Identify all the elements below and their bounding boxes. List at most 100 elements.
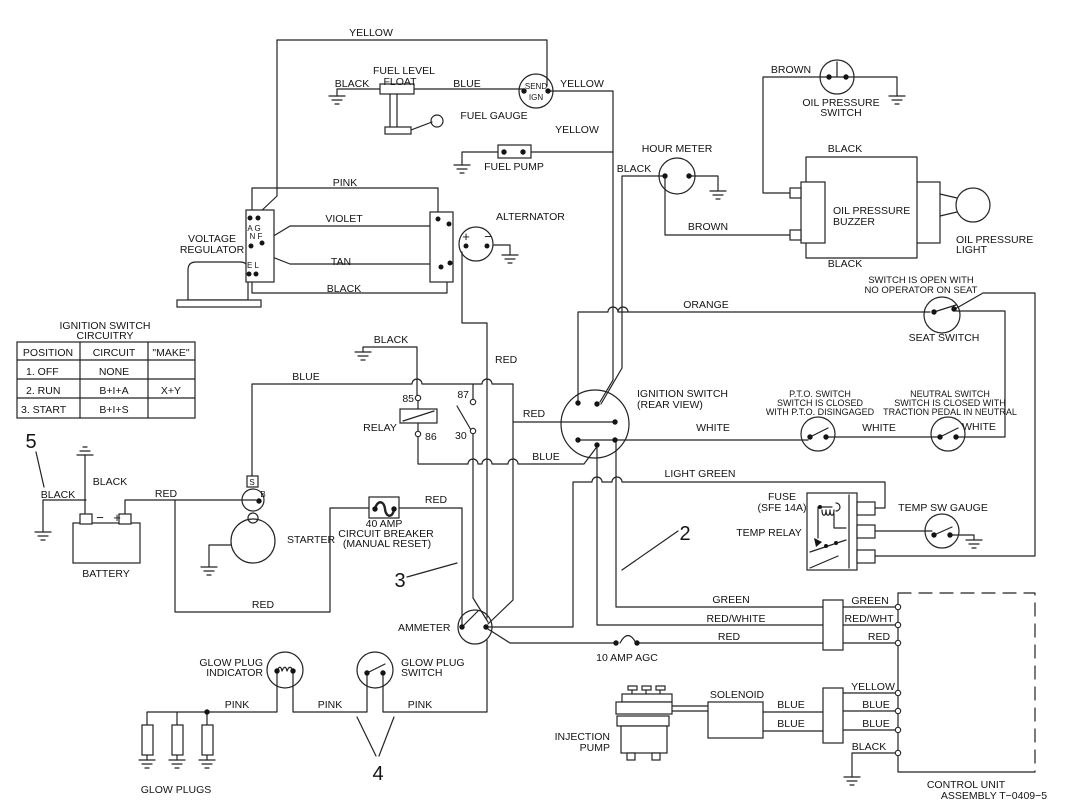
wire-blue-solenoid-2-label: BLUE <box>777 718 804 730</box>
oil-pressure-buzzer-2-label: BUZZER <box>833 216 875 228</box>
wire-yellow-left-drop <box>257 39 278 215</box>
callout-2-line <box>621 530 679 571</box>
alternator-plus-label: + <box>462 229 470 244</box>
wire-white-neutral <box>955 310 1006 438</box>
wire-red-breaker-left <box>174 499 370 613</box>
connector-block-1 <box>822 599 844 651</box>
table-title-1-label: IGNITION SWITCH <box>60 320 151 332</box>
wire-red-alternator <box>461 251 488 619</box>
voltage-regulator-1-label: VOLTAGE <box>188 233 236 245</box>
wire-starter-ground <box>208 544 232 568</box>
wire-red-white-left-label: RED/WHITE <box>707 613 766 625</box>
ammeter-label: AMMETER <box>398 622 451 634</box>
wires <box>35 39 1036 778</box>
wire-blue-starter-label: BLUE <box>292 371 319 383</box>
wire-black-control <box>851 752 896 778</box>
oil-pressure-switch-2-label: SWITCH <box>820 107 861 119</box>
wire-black-hour-meter <box>600 175 666 405</box>
fuel-level-float-2-label: FLOAT <box>383 76 417 88</box>
breaker-3-label: (MANUAL RESET) <box>343 538 431 550</box>
seat-switch <box>923 296 961 334</box>
gauge-send-label: SEND <box>525 82 547 91</box>
seat-note-2-label: NO OPERATOR ON SEAT <box>865 285 978 296</box>
wire-yellow-pump-label: YELLOW <box>555 124 599 136</box>
injection-pump <box>615 685 673 761</box>
battery-label: BATTERY <box>82 568 129 580</box>
wire-pink-label: PINK <box>333 177 358 189</box>
callout-2-label: 2 <box>679 523 690 545</box>
wire-light-green <box>487 476 886 628</box>
wire-seat-switch-loop <box>874 292 1036 557</box>
glow-indicator-1-label: GLOW PLUG <box>199 657 263 669</box>
ignition-switch-2-label: (REAR VIEW) <box>637 399 703 411</box>
wire-red-bus <box>487 628 824 644</box>
hour-meter-label: HOUR METER <box>642 143 713 155</box>
starter <box>230 475 276 564</box>
wire-green <box>615 441 824 608</box>
wire-pink-3-label: PINK <box>408 699 433 711</box>
injection-pump-1-label: INJECTION <box>555 731 610 743</box>
neutral-switch <box>930 416 966 452</box>
junction-dots <box>204 74 959 715</box>
breaker-1-label: 40 AMP <box>366 518 403 530</box>
wire-red-alternator-label: RED <box>495 354 518 366</box>
wire-blue-control-2-label: BLUE <box>862 718 889 730</box>
ammeter <box>457 609 493 645</box>
wire-black-relay-label: BLACK <box>374 334 408 346</box>
glow-switch-1-label: GLOW PLUG <box>401 657 465 669</box>
wire-white-pto-label: WHITE <box>862 422 896 434</box>
glow-switch-2-label: SWITCH <box>401 667 442 679</box>
wire-red-battery <box>124 499 257 515</box>
wire-black-battery-1-label: BLACK <box>41 489 75 501</box>
wire-blue-relay-86 <box>417 436 597 465</box>
wire-pink <box>251 187 439 217</box>
wire-light-green-label: LIGHT GREEN <box>665 468 736 480</box>
callout-4-lines <box>356 716 395 757</box>
voltage-regulator <box>176 209 275 308</box>
callout-4-label: 4 <box>372 763 383 785</box>
fuse-1-label: FUSE <box>768 491 796 503</box>
wire-blue-starter <box>251 378 514 477</box>
wire-green-right-label: GREEN <box>851 595 888 607</box>
wire-black-buzzer-bottom <box>805 242 918 259</box>
hour-meter <box>658 157 696 195</box>
seat-note-1-label: SWITCH IS OPEN WITH <box>868 275 974 286</box>
relay <box>399 394 477 438</box>
circuit-breaker <box>368 496 400 519</box>
oil-pressure-light <box>916 181 991 244</box>
wire-yellow-top-label: YELLOW <box>349 27 393 39</box>
wire-blue-solenoid-1-label: BLUE <box>777 699 804 711</box>
wire-red-wht-right-label: RED/WHT <box>845 613 895 625</box>
voltage-regulator-2-label: REGULATOR <box>180 244 245 256</box>
wire-pump-pipe <box>671 705 709 712</box>
ground-symbols <box>34 95 983 786</box>
callout-3-line <box>406 562 458 578</box>
wire-black-float-label: BLACK <box>335 78 369 90</box>
wire-blue-float-label: BLUE <box>453 78 480 90</box>
fuel-pump <box>497 144 532 159</box>
fuel-gauge-label: FUEL GAUGE <box>460 110 527 122</box>
wire-black-hour-meter-label: BLACK <box>617 163 651 175</box>
fuel-level-float-1-label: FUEL LEVEL <box>373 65 435 77</box>
callout-5-line <box>35 451 45 488</box>
relay-30-label: 30 <box>455 430 467 442</box>
wire-red-ignition-feed <box>487 383 614 625</box>
glow-plugs-label: GLOW PLUGS <box>141 784 212 796</box>
wire-red-ignition-label: RED <box>523 408 546 420</box>
table-row1-circuit-label: NONE <box>99 366 129 378</box>
glow-plug-indicator <box>266 651 304 689</box>
wire-glow-plug-grounds <box>146 754 208 761</box>
relay-87-label: 87 <box>457 389 469 401</box>
starter-s-label: S <box>249 478 254 487</box>
neutral-note-1-label: NEUTRAL SWITCH <box>910 389 990 399</box>
battery <box>72 513 141 564</box>
wire-green-left-label: GREEN <box>712 594 749 606</box>
wire-red-battery-label: RED <box>155 488 178 500</box>
control-unit <box>894 592 1036 773</box>
table-row2-make-label: X+Y <box>161 385 181 397</box>
regulator-nf-label: N F <box>250 232 263 241</box>
wire-connector1-right <box>842 606 896 644</box>
solenoid-label: SOLENOID <box>710 689 765 701</box>
wire-black-buzzer-top <box>805 156 918 183</box>
